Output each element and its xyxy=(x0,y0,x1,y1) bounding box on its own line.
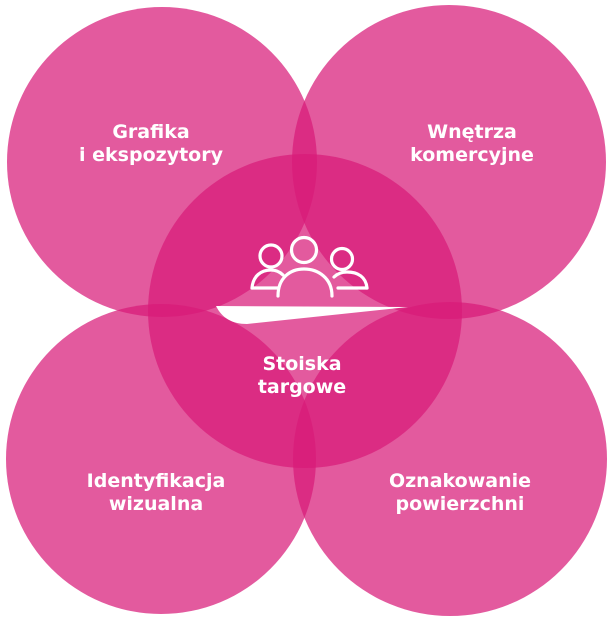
label-identity-line2: wizualna xyxy=(108,493,204,515)
label-center: Stoiska targowe xyxy=(258,353,346,399)
label-graphics-line2: i ekspozytory xyxy=(79,144,223,166)
label-interiors: Wnętrza komercyjne xyxy=(410,121,534,167)
label-identity: Identyfikacja wizualna xyxy=(87,470,226,516)
label-graphics-line1: Grafika xyxy=(112,121,190,143)
label-signage-line2: powierzchni xyxy=(395,493,525,515)
label-graphics: Grafika i ekspozytory xyxy=(79,121,223,167)
label-interiors-line1: Wnętrza xyxy=(427,121,517,143)
label-interiors-line2: komercyjne xyxy=(410,144,534,166)
people-at-table-icon xyxy=(216,235,408,324)
label-identity-line1: Identyfikacja xyxy=(86,470,226,492)
label-center-line2: targowe xyxy=(257,376,347,398)
label-signage: Oznakowanie powierzchni xyxy=(389,470,531,516)
label-center-line1: Stoiska xyxy=(262,353,342,375)
label-signage-line1: Oznakowanie xyxy=(388,470,532,492)
